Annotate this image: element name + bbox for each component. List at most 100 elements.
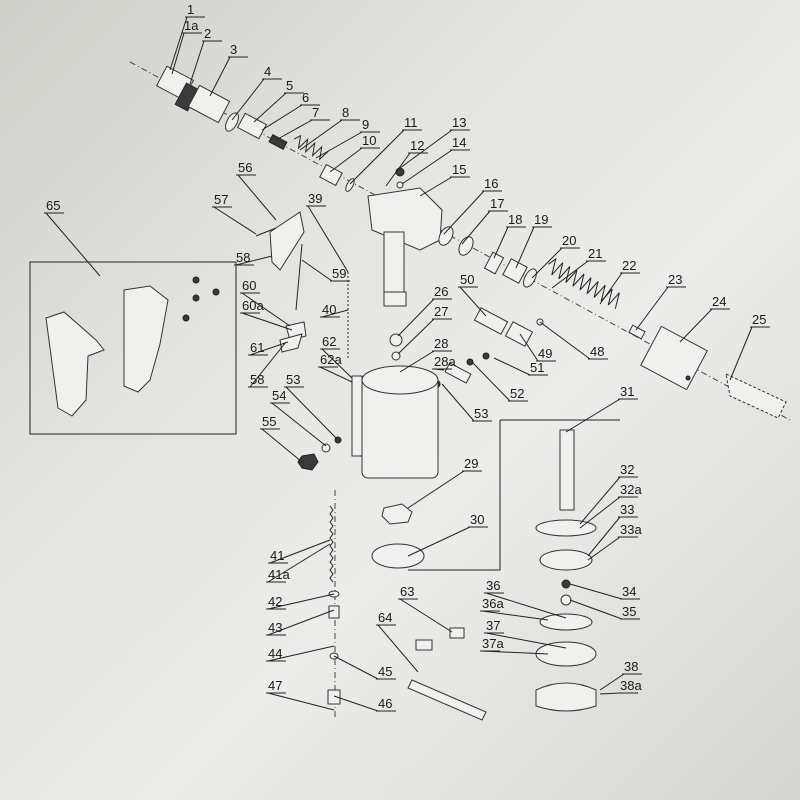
part-20 bbox=[523, 268, 537, 288]
part-label: 62 bbox=[322, 334, 336, 349]
leader-line bbox=[267, 692, 335, 711]
part-label: 9 bbox=[362, 117, 369, 132]
part-10 bbox=[319, 163, 343, 187]
part-label: 40 bbox=[322, 302, 336, 317]
part-57 bbox=[255, 227, 277, 237]
leader-line bbox=[599, 272, 623, 305]
part-26 bbox=[389, 333, 403, 347]
part-50 bbox=[473, 307, 509, 335]
leader-line bbox=[333, 695, 379, 712]
part-56 bbox=[269, 211, 305, 271]
part-label: 53 bbox=[286, 372, 300, 387]
leader-line bbox=[485, 592, 567, 619]
part-38 bbox=[535, 682, 597, 712]
leader-line bbox=[531, 247, 563, 279]
part-label: 16 bbox=[484, 176, 498, 191]
leader-line bbox=[493, 357, 531, 376]
part-41 bbox=[329, 505, 334, 583]
part-label: 56 bbox=[238, 160, 252, 175]
part-54 bbox=[321, 443, 331, 453]
leader-line bbox=[269, 539, 331, 564]
part-label: 60 bbox=[242, 278, 256, 293]
leader-line bbox=[169, 16, 188, 71]
part-label: 58 bbox=[250, 372, 264, 387]
part-35 bbox=[560, 594, 572, 606]
part-65-screw-2 bbox=[192, 294, 200, 302]
leader-line bbox=[267, 609, 335, 636]
part-43 bbox=[328, 605, 340, 619]
handle-group bbox=[29, 261, 237, 435]
part-label: 13 bbox=[452, 115, 466, 130]
part-label: 29 bbox=[464, 456, 478, 471]
part-13 bbox=[395, 167, 405, 177]
leader-line bbox=[231, 78, 265, 121]
part-label: 59 bbox=[332, 266, 346, 281]
leader-line bbox=[267, 543, 331, 583]
part-49 bbox=[504, 321, 534, 347]
part-label: 45 bbox=[378, 664, 392, 679]
part-65-left-half bbox=[45, 311, 105, 417]
part-65-right-half bbox=[123, 285, 169, 393]
leader-line bbox=[271, 402, 327, 447]
part-51 bbox=[482, 352, 490, 360]
part-36 bbox=[539, 613, 593, 631]
part-label: 35 bbox=[622, 604, 636, 619]
barrel-parts bbox=[155, 65, 355, 192]
part-65-screw-1 bbox=[192, 276, 200, 284]
leader-line bbox=[401, 149, 453, 185]
leader-line bbox=[443, 190, 485, 235]
leader-line bbox=[237, 174, 277, 221]
part-label: 32 bbox=[620, 462, 634, 477]
leader-lines bbox=[44, 16, 770, 712]
part-label: 64 bbox=[378, 610, 392, 625]
part-3 bbox=[187, 84, 231, 124]
part-label: 65 bbox=[46, 198, 60, 213]
bracket-31 bbox=[408, 420, 501, 571]
part-15 bbox=[367, 187, 443, 251]
part-32 bbox=[535, 519, 597, 537]
leader-line bbox=[599, 673, 625, 691]
leader-line bbox=[299, 119, 343, 151]
part-label: 27 bbox=[434, 304, 448, 319]
part-label: 38 bbox=[624, 659, 638, 674]
part-label: 33a bbox=[620, 522, 642, 537]
part-label: 6 bbox=[302, 90, 309, 105]
part-label: 42 bbox=[268, 594, 282, 609]
part-55 bbox=[297, 453, 319, 471]
tools bbox=[407, 627, 487, 721]
leader-line bbox=[399, 129, 453, 169]
leader-line bbox=[189, 40, 205, 85]
leader-line bbox=[321, 348, 353, 379]
part-label: 50 bbox=[460, 272, 474, 287]
leader-line bbox=[407, 470, 465, 509]
leader-line bbox=[315, 131, 363, 159]
part-label: 25 bbox=[752, 312, 766, 327]
leader-line bbox=[515, 226, 535, 269]
part-label: 41 bbox=[270, 548, 284, 563]
cylinder bbox=[351, 333, 439, 479]
leader-line bbox=[235, 255, 273, 266]
leader-line bbox=[485, 632, 567, 649]
part-label: 22 bbox=[622, 258, 636, 273]
leader-line bbox=[399, 598, 453, 633]
part-label: 10 bbox=[362, 133, 376, 148]
leader-line bbox=[587, 516, 621, 557]
part-65-box bbox=[29, 261, 237, 435]
part-label: 28 bbox=[434, 336, 448, 351]
leader-line bbox=[285, 386, 339, 441]
leader-line bbox=[441, 383, 475, 422]
part-63b bbox=[449, 627, 465, 639]
part-label: 39 bbox=[308, 191, 322, 206]
leader-line bbox=[329, 147, 363, 173]
part-label: 33 bbox=[620, 502, 634, 517]
part-25 bbox=[725, 373, 787, 419]
part-17 bbox=[458, 236, 474, 256]
part-label: 8 bbox=[342, 105, 349, 120]
part-label: 54 bbox=[272, 388, 286, 403]
leader-line bbox=[397, 298, 435, 337]
leader-line bbox=[307, 205, 349, 273]
leader-line bbox=[519, 333, 539, 362]
part-label: 11 bbox=[404, 115, 418, 130]
leader-line bbox=[385, 152, 411, 187]
